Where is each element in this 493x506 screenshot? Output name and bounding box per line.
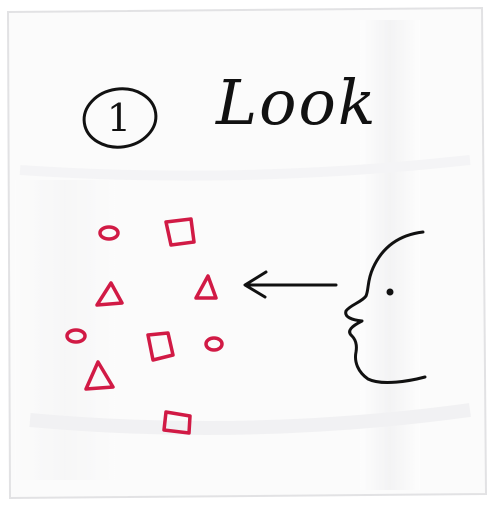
eye bbox=[387, 289, 394, 296]
heading-number: 1 bbox=[84, 86, 154, 150]
heading-word: Look bbox=[216, 68, 377, 138]
